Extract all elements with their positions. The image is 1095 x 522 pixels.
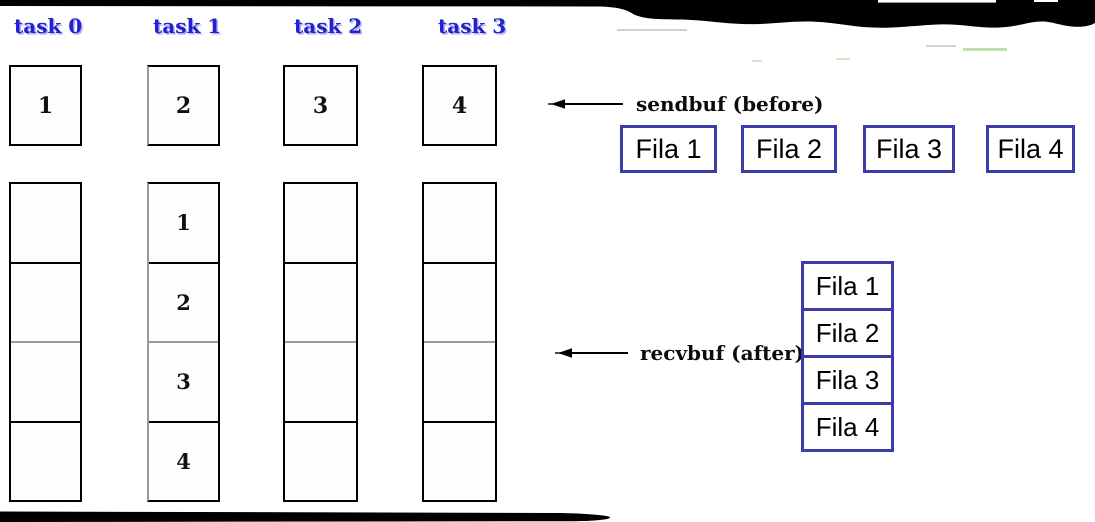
fila-row-box-1: Fila 1 [620,125,717,173]
fila-label: Fila 3 [875,133,943,164]
fila-stack: Fila 1 Fila 2 Fila 3 Fila 4 [801,261,894,452]
recv-cell: 3 [149,341,218,421]
sendbuf-value: 4 [451,92,468,119]
recv-cell: 2 [149,261,218,342]
recvbuf-column-task1: 1 2 3 4 [147,182,220,502]
recv-cell [11,261,80,342]
scan-smudge-green [836,58,850,60]
sendbuf-box-task3: 4 [422,65,497,146]
sendbuf-value: 2 [175,92,192,119]
fila-stack-box-1: Fila 1 [801,261,894,311]
recvbuf-column-task2 [283,182,358,502]
recv-cell [285,341,356,421]
recv-cell: 4 [149,420,218,501]
scan-smudge [926,45,956,47]
fila-label: Fila 4 [997,133,1064,164]
torn-black-border-top [0,0,1095,28]
recv-cell [11,341,80,421]
sendbuf-box-task1: 2 [147,65,220,146]
sendbuf-value: 1 [37,92,54,119]
fila-label: Fila 3 [815,364,880,395]
fila-label: Fila 2 [815,317,880,348]
left-arrow-icon [555,348,628,358]
fila-stack-box-4: Fila 4 [801,402,894,452]
sendbuf-label: sendbuf (before) [636,92,824,116]
task-0-label: task 0 [14,14,83,38]
recvbuf-column-task0 [9,182,82,502]
recv-cell [424,341,495,421]
task-2-label: task 2 [294,14,363,38]
fila-label: Fila 1 [635,133,702,164]
scan-smudge [752,60,762,62]
fila-stack-box-2: Fila 2 [801,308,894,358]
fila-row-box-3: Fila 3 [863,125,955,173]
recv-cell: 1 [176,210,191,236]
sendbuf-box-task2: 3 [283,65,358,146]
task-1-label: task 1 [153,14,222,38]
task-3-label: task 3 [438,14,507,38]
sendbuf-value: 3 [312,92,329,119]
torn-black-border-bottom [0,511,611,522]
recvbuf-label: recvbuf (after) [640,341,805,365]
fila-row-box-2: Fila 2 [741,125,837,173]
recv-cell [11,420,80,501]
recv-cell [424,261,495,342]
sendbuf-box-task0: 1 [9,65,82,146]
fila-label: Fila 1 [815,270,880,301]
recvbuf-column-task3 [422,182,497,502]
recv-cell [424,184,495,262]
recv-cell [285,420,356,501]
recv-cell [11,184,80,262]
fila-stack-box-3: Fila 3 [801,355,894,405]
fila-row-box-4: Fila 4 [986,125,1075,173]
recv-cell [285,261,356,342]
scan-smudge-green [963,48,1007,51]
fila-label: Fila 4 [815,411,880,442]
fila-label: Fila 2 [755,133,823,164]
recv-cell [285,184,356,262]
recv-cell [424,420,495,501]
left-arrow-icon [548,99,623,109]
